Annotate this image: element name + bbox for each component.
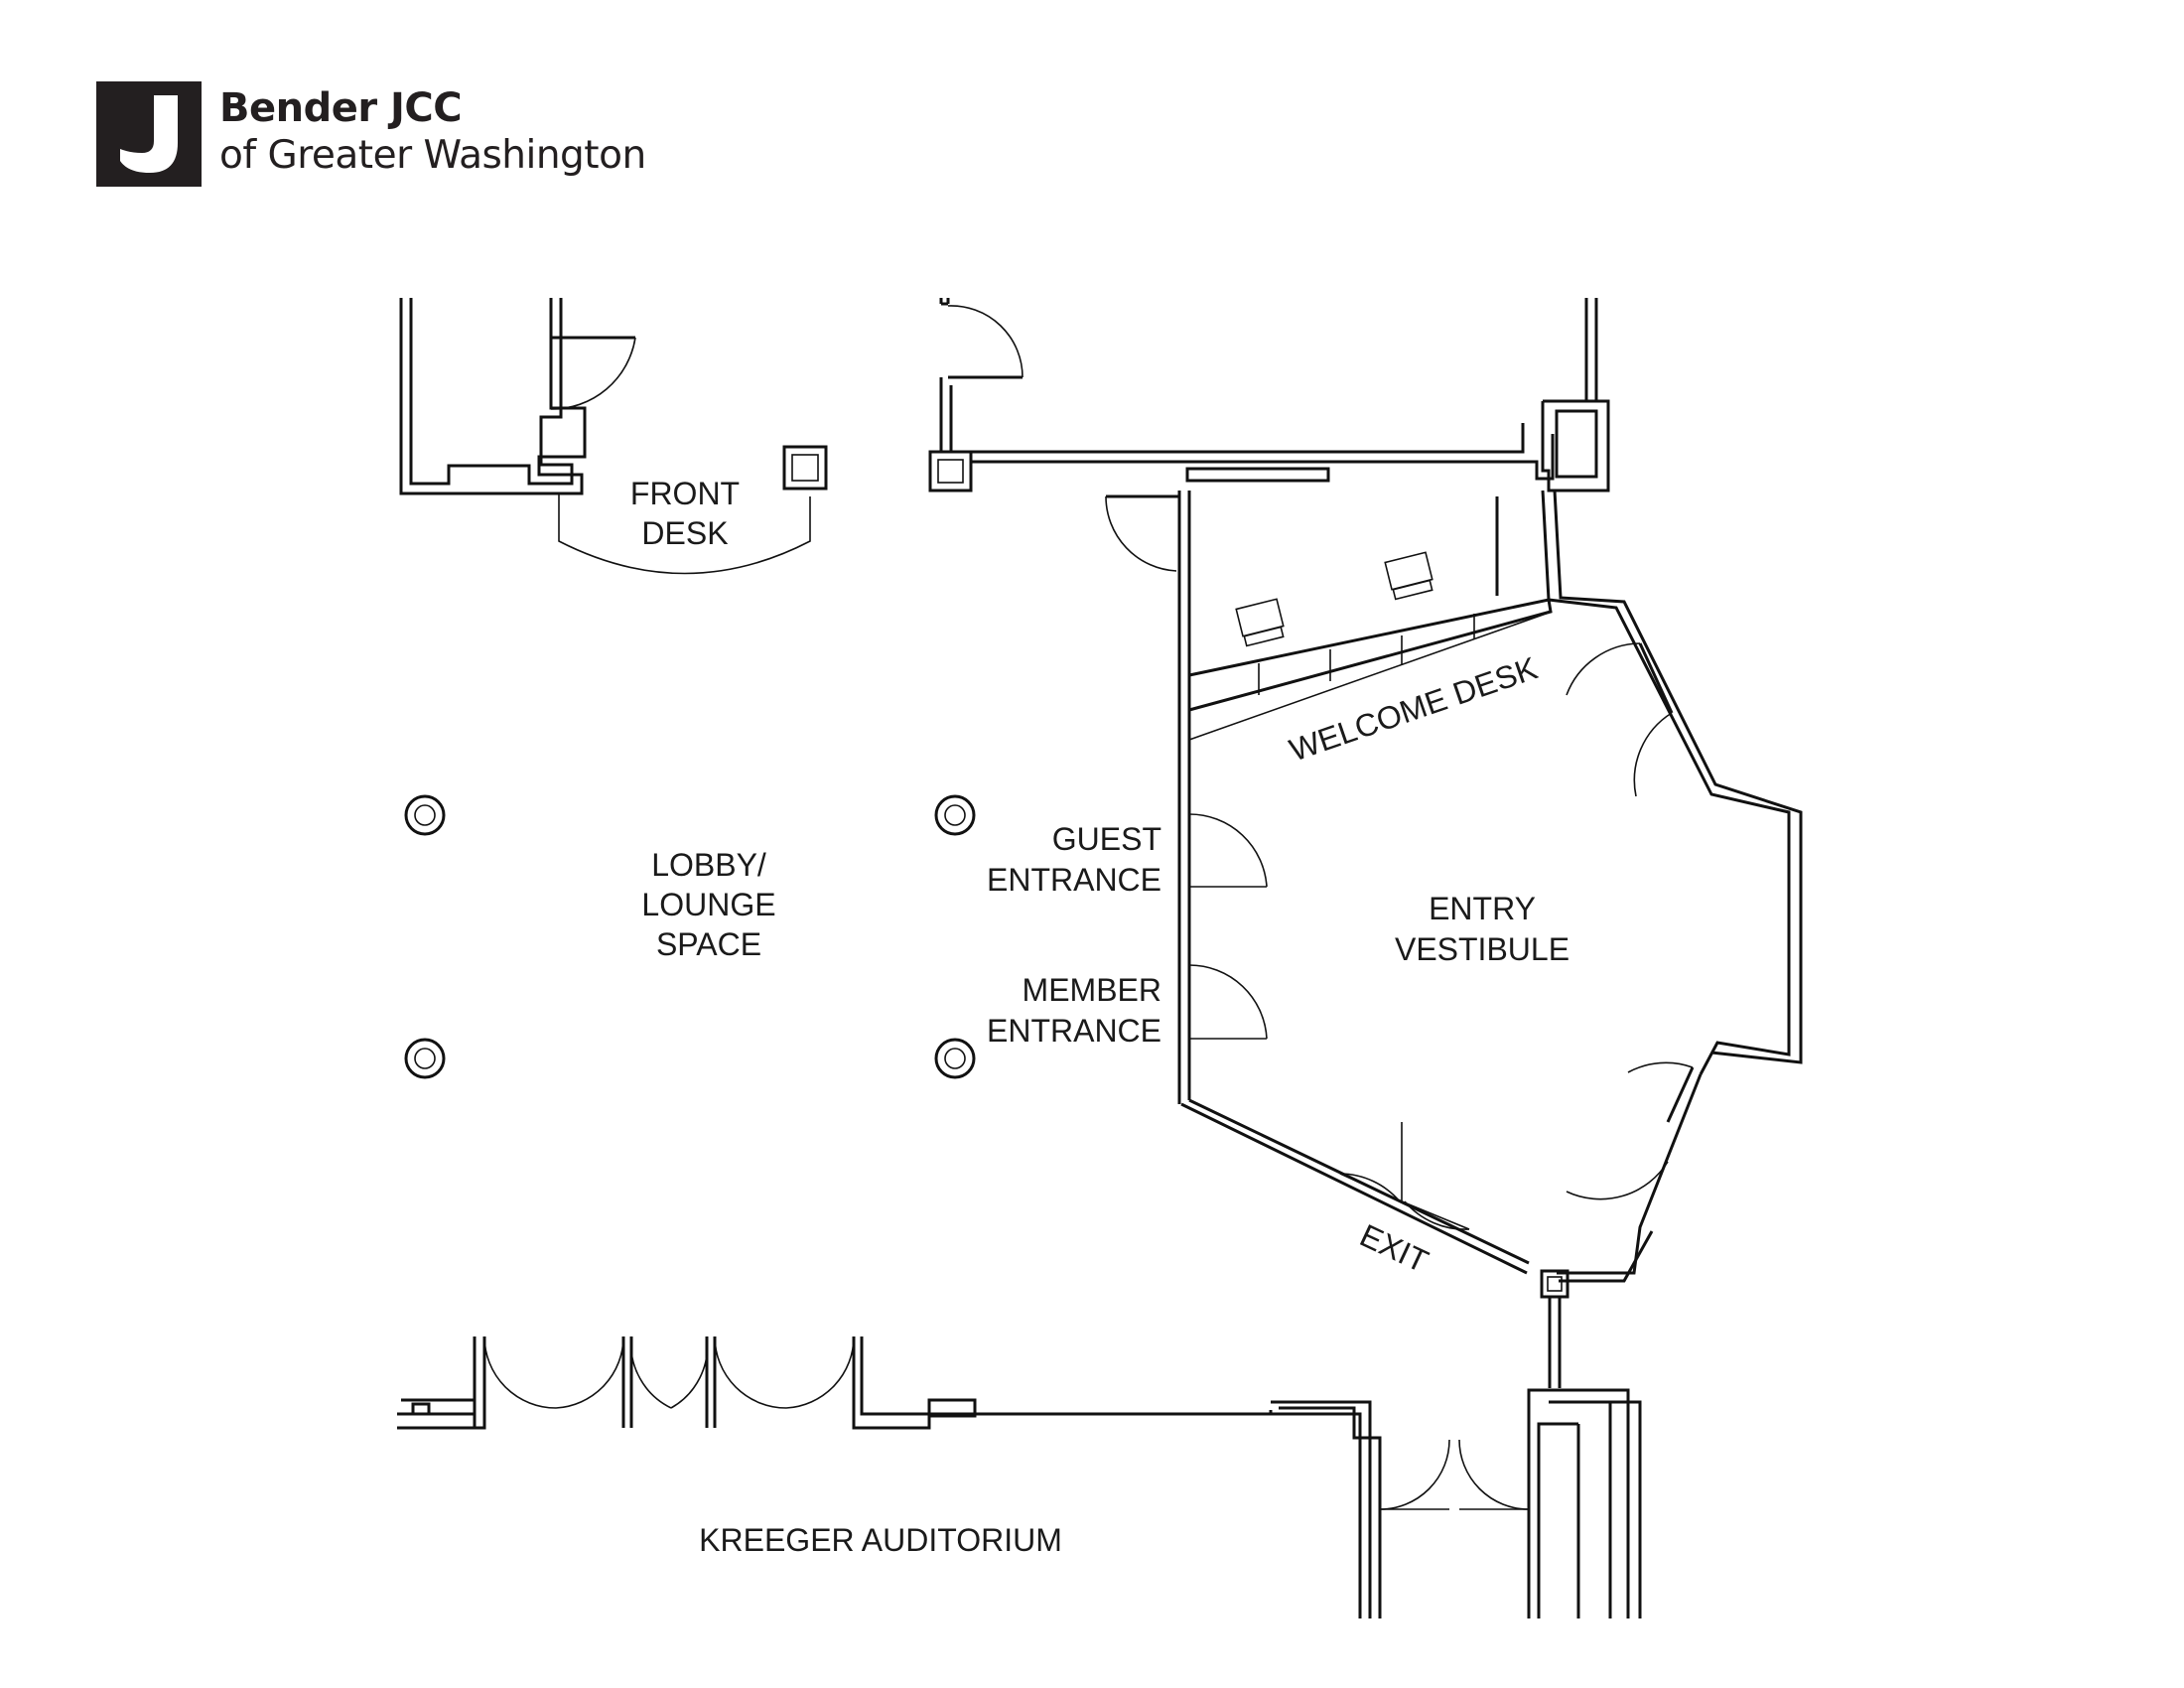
column-round — [934, 1038, 976, 1079]
chair — [1384, 551, 1433, 601]
guest-entrance-label-1: GUEST — [1052, 821, 1161, 857]
front-desk-counter — [558, 493, 811, 575]
vestibule-walls — [1180, 490, 1803, 1283]
label-member-entrance: MEMBER ENTRANCE — [987, 972, 1161, 1049]
front-desk-door — [550, 336, 636, 410]
welcome-door — [1105, 494, 1179, 572]
entry-vestibule-label-1: ENTRY — [1429, 891, 1536, 926]
column-round — [934, 794, 976, 836]
vestibule-column — [1540, 1269, 1570, 1388]
lobby-label-2: LOUNGE — [641, 887, 775, 922]
logo-subtitle: of Greater Washington — [219, 133, 646, 178]
front-desk-wall — [399, 298, 587, 495]
label-entry-vestibule: ENTRY VESTIBULE — [1395, 891, 1570, 967]
guest-entrance-label-2: ENTRANCE — [987, 862, 1161, 898]
member-entrance-door — [1187, 964, 1268, 1045]
front-desk-label-1: FRONT — [630, 476, 740, 511]
top-wall — [928, 298, 1555, 492]
vestibule-doors — [1566, 642, 1695, 1200]
chair — [1235, 598, 1285, 647]
column-round — [404, 794, 446, 836]
front-desk-label-2: DESK — [641, 515, 728, 551]
logo: Bender JCC of Greater Washington — [96, 81, 652, 191]
column-round — [404, 1038, 446, 1079]
auditorium-label: KREEGER AUDITORIUM — [699, 1522, 1062, 1558]
exit-doors — [1339, 1122, 1470, 1230]
label-lobby: LOBBY/ LOUNGE SPACE — [641, 847, 775, 962]
top-right-column — [1541, 298, 1610, 492]
welcome-room-west-wall — [1177, 491, 1191, 1104]
member-entrance-label-2: ENTRANCE — [987, 1013, 1161, 1049]
logo-name: Bender JCC — [219, 85, 463, 131]
exit-label: EXIT — [1355, 1217, 1434, 1280]
guest-entrance-door — [1187, 813, 1268, 894]
auditorium-doors — [483, 1336, 1530, 1510]
member-entrance-label-1: MEMBER — [1023, 972, 1161, 1008]
logo-j-mark — [96, 81, 202, 187]
welcome-desk — [1188, 598, 1553, 741]
lobby-label-1: LOBBY/ — [651, 847, 766, 883]
auditorium-wall — [397, 1336, 1642, 1618]
lobby-label-3: SPACE — [656, 926, 761, 962]
welcome-desk-label: WELCOME DESK — [1285, 649, 1542, 768]
label-front-desk: FRONT DESK — [630, 476, 740, 551]
column-square-left — [782, 445, 828, 491]
entry-vestibule-label-2: VESTIBULE — [1395, 931, 1570, 967]
label-guest-entrance: GUEST ENTRANCE — [987, 821, 1161, 898]
